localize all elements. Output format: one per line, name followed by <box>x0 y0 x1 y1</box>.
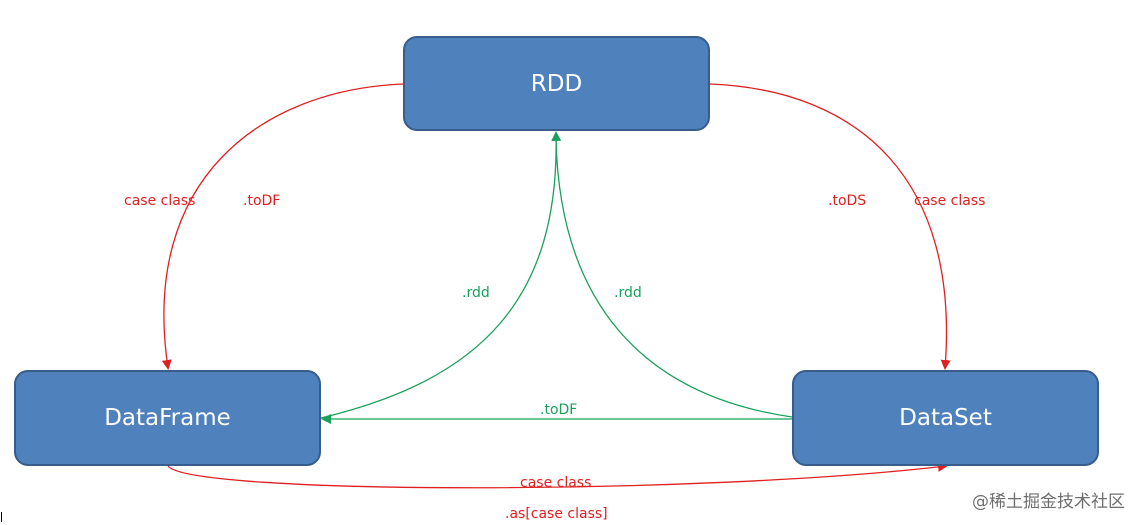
edge-label-dataframe-rdd: .rdd <box>462 285 490 301</box>
node-rdd: RDD <box>403 36 710 131</box>
node-dataframe: DataFrame <box>14 370 321 466</box>
text-cursor <box>1 512 2 522</box>
node-dataset-label: DataSet <box>899 405 992 431</box>
edge-label-dataset-rdd: .rdd <box>614 285 642 301</box>
edge-label-rdd-dataframe-todf: .toDF <box>243 193 281 209</box>
edge-label-dataframe-dataset-case-class: case class <box>520 475 592 491</box>
edge-label-rdd-dataset-case-class: case class <box>914 193 986 209</box>
edge-label-dataset-dataframe-todf: .toDF <box>540 402 578 418</box>
node-dataframe-label: DataFrame <box>104 405 231 431</box>
edge-rdd-to-dataset <box>709 83 951 370</box>
edge-dataframe-to-rdd <box>320 131 562 419</box>
edge-rdd-to-dataframe <box>161 83 404 370</box>
node-rdd-label: RDD <box>530 70 583 97</box>
edge-dataframe-to-dataset <box>167 461 948 489</box>
edge-label-rdd-dataset-tods: .toDS <box>828 193 867 209</box>
watermark: @稀土掘金技术社区 <box>972 492 1125 512</box>
edge-label-rdd-dataframe-case-class: case class <box>124 193 196 209</box>
edge-dataset-to-rdd <box>555 139 793 418</box>
node-dataset: DataSet <box>792 370 1099 466</box>
edge-label-dataframe-dataset-as: .as[case class] <box>505 506 608 522</box>
